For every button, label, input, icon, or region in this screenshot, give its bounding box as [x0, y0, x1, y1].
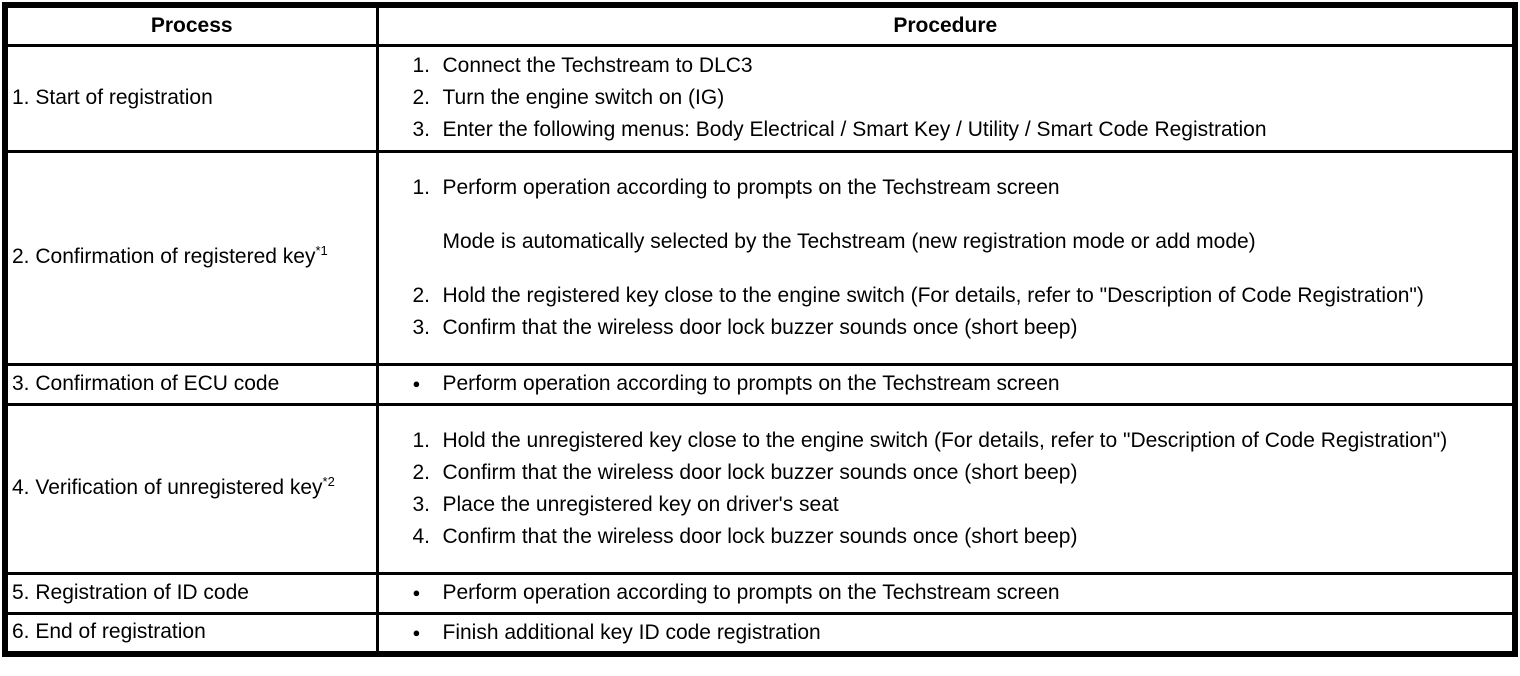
procedure-step: 1. Perform operation according to prompts…	[413, 174, 1503, 202]
table-row: 3. Confirmation of ECU code ● Perform oper…	[3, 362, 1517, 406]
registration-procedure-table: Process Procedure 1. Start of registrati…	[2, 2, 1518, 657]
process-cell: 6. End of registration	[3, 611, 379, 655]
process-label: 1. Start of registration	[12, 85, 213, 109]
process-cell: 4. Verification of unregistered key*2	[3, 402, 379, 575]
procedure-text: Confirm that the wireless door lock buzz…	[442, 315, 1078, 339]
process-label: 3. Confirmation of ECU code	[12, 371, 280, 395]
process-label: 2. Confirmation of registered key	[12, 245, 316, 269]
step-number: 3.	[412, 492, 431, 516]
table-body: 1. Start of registration 1. Connect the Te…	[3, 43, 1517, 655]
step-number: 1.	[412, 428, 431, 452]
process-label: 4. Verification of unregistered key	[12, 476, 323, 500]
procedure-text: Perform operation according to prompts o…	[442, 175, 1060, 199]
procedure-bullet: ● Perform operation according to prompts …	[413, 370, 1503, 398]
table-row: 5. Registration of ID code ● Perform opera…	[3, 571, 1517, 615]
table-header-row: Process Procedure	[3, 3, 1517, 47]
procedure-cell: 1. Perform operation according to prompts…	[375, 149, 1517, 366]
step-number: 1.	[412, 54, 431, 77]
procedure-text: Confirm that the wireless door lock buzz…	[442, 524, 1078, 548]
procedure-cell: ● Perform operation according to prompts …	[375, 571, 1517, 615]
table-row: 2. Confirmation of registered key*1 1. Per…	[3, 149, 1517, 366]
step-number: 4.	[412, 524, 431, 548]
bullet-icon: ●	[412, 376, 421, 391]
process-cell: 3. Confirmation of ECU code	[3, 362, 379, 406]
procedure-bullet: ● Perform operation according to prompts …	[413, 579, 1503, 607]
procedure-step: 3. Place the unregistered key on driver's…	[413, 491, 1503, 519]
procedure-step: 3. Confirm that the wireless door lock bu…	[413, 314, 1503, 342]
procedure-cell: ● Perform operation according to prompts …	[375, 362, 1517, 406]
procedure-text: Confirm that the wireless door lock buzz…	[442, 460, 1078, 484]
procedure-text: Perform operation according to prompts o…	[442, 581, 1060, 604]
process-footnote-marker: *1	[315, 243, 328, 259]
step-number: 3.	[412, 118, 431, 141]
process-label: 5. Registration of ID code	[12, 580, 249, 604]
procedure-cell: 1. Connect the Techstream to DLC3 2. Turn t…	[375, 43, 1517, 153]
procedure-text: Hold the registered key close to the eng…	[442, 283, 1424, 307]
bullet-icon: ●	[412, 585, 421, 600]
procedure-bullet: ● Finish additional key ID code registrat…	[413, 619, 1503, 647]
bullet-icon: ●	[412, 624, 421, 640]
procedure-text: Hold the unregistered key close to the e…	[442, 428, 1448, 452]
procedure-text: Connect the Techstream to DLC3	[442, 54, 753, 77]
procedure-step: 4. Confirm that the wireless door lock bu…	[413, 523, 1503, 551]
process-footnote-marker: *2	[322, 474, 335, 490]
table-row: 1. Start of registration 1. Connect the Te…	[3, 43, 1517, 153]
table-row: 6. End of registration ● Finish additional…	[3, 611, 1517, 655]
process-column-header: Process	[3, 3, 379, 47]
step-number: 2.	[412, 86, 431, 109]
process-cell: 5. Registration of ID code	[3, 571, 379, 615]
process-cell: 2. Confirmation of registered key*1	[3, 149, 379, 366]
procedure-step: 1. Hold the unregistered key close to the…	[413, 427, 1503, 455]
procedure-step: 2. Hold the registered key close to the e…	[413, 282, 1503, 310]
process-cell: 1. Start of registration	[3, 43, 379, 153]
process-label: 6. End of registration	[12, 620, 206, 644]
step-number: 2.	[412, 460, 431, 484]
procedure-note: Mode is automatically selected by the Te…	[443, 228, 1503, 256]
procedure-step: 2. Confirm that the wireless door lock bu…	[413, 459, 1503, 487]
procedure-text: Finish additional key ID code registrati…	[442, 620, 821, 644]
procedure-step: 2. Turn the engine switch on (IG)	[413, 84, 1503, 112]
procedure-text: Mode is automatically selected by the Te…	[442, 229, 1256, 253]
step-number: 2.	[412, 283, 431, 307]
procedure-column-header: Procedure	[375, 3, 1517, 47]
procedure-cell: ● Finish additional key ID code registrat…	[375, 611, 1517, 655]
procedure-cell: 1. Hold the unregistered key close to the…	[375, 402, 1517, 575]
table-row: 4. Verification of unregistered key*2 1. H…	[3, 402, 1517, 575]
procedure-text: Turn the engine switch on (IG)	[442, 86, 725, 109]
step-number: 3.	[412, 315, 431, 339]
procedure-step: 1. Connect the Techstream to DLC3	[413, 52, 1503, 80]
procedure-step: 3. Enter the following menus: Body Electr…	[413, 116, 1503, 144]
procedure-text: Perform operation according to prompts o…	[442, 372, 1060, 395]
step-number: 1.	[412, 175, 431, 199]
procedure-text: Place the unregistered key on driver's s…	[442, 492, 839, 516]
procedure-text: Enter the following menus: Body Electric…	[442, 118, 1267, 141]
